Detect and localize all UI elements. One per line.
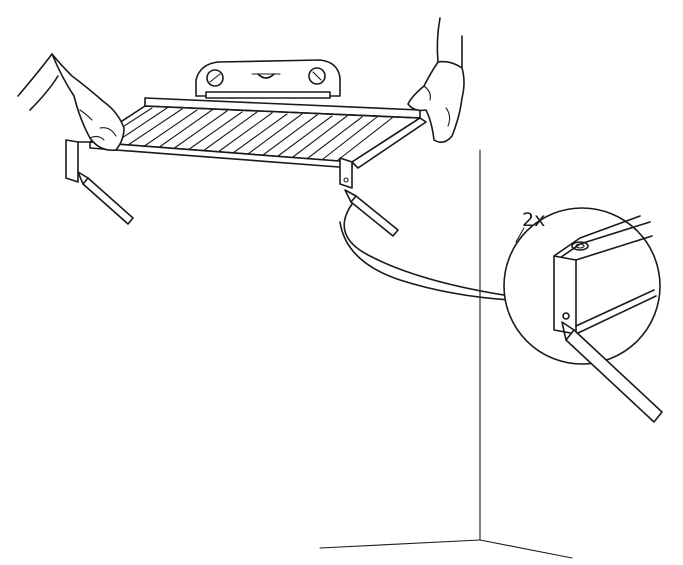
spirit-level <box>195 59 341 99</box>
left-pencil <box>77 171 134 225</box>
detail-leader <box>339 203 511 301</box>
room-corner <box>319 149 573 559</box>
right-pencil <box>344 189 399 237</box>
right-hand <box>407 17 465 144</box>
detail-circle <box>503 207 663 423</box>
quantity-callout: 2x <box>515 209 545 243</box>
left-hand <box>17 53 125 152</box>
quantity-label: 2x <box>522 209 545 231</box>
